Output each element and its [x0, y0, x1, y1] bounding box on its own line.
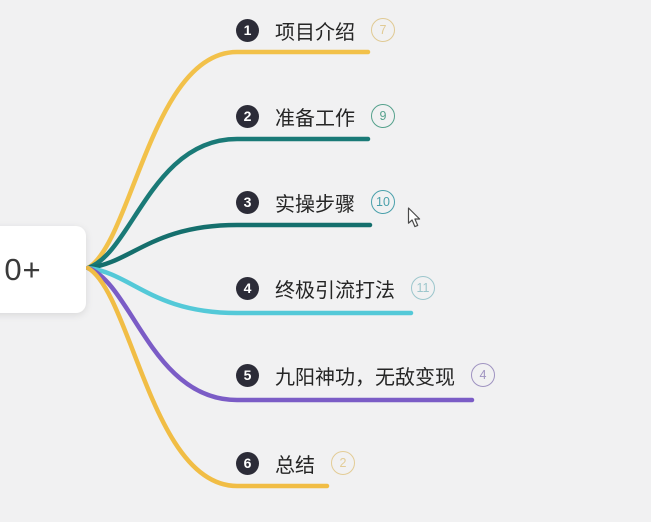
branch-number-disc: 5 [236, 363, 259, 387]
branch-topic-label: 总结 [275, 454, 315, 477]
central-topic-node[interactable]: 0+ [0, 226, 86, 313]
branch-number-disc: 1 [236, 18, 259, 42]
branch-number-disc: 6 [236, 451, 259, 475]
mouse-cursor-icon [407, 207, 421, 228]
central-topic-label: 0+ [4, 251, 42, 287]
branch-topic-label: 终极引流打法 [275, 279, 395, 302]
branch-row-4[interactable]: 4 终极引流打法 11 [236, 272, 435, 304]
branch-topic-label: 准备工作 [275, 107, 355, 130]
branch-row-5[interactable]: 5 九阳神功，无敌变现 4 [236, 359, 495, 391]
branch-topic-label: 九阳神功，无敌变现 [275, 366, 455, 389]
branch-row-3[interactable]: 3 实操步骤 10 [236, 186, 395, 218]
collapsed-count-badge[interactable]: 7 [371, 18, 395, 42]
branch-curve[interactable] [85, 265, 414, 316]
collapsed-count-badge[interactable]: 2 [331, 451, 355, 475]
branch-number-disc: 3 [236, 190, 259, 214]
branch-topic-label: 项目介绍 [275, 21, 355, 44]
collapsed-count-badge[interactable]: 10 [371, 190, 395, 214]
branch-curve[interactable] [85, 265, 330, 489]
collapsed-count-badge[interactable]: 11 [411, 276, 435, 300]
branch-curve[interactable] [85, 49, 371, 271]
branch-curve[interactable] [85, 265, 475, 403]
branch-row-6[interactable]: 6 总结 2 [236, 447, 355, 479]
branch-curve[interactable] [85, 222, 373, 271]
branch-row-2[interactable]: 2 准备工作 9 [236, 100, 395, 132]
collapsed-count-badge[interactable]: 4 [471, 363, 495, 387]
branch-topic-label: 实操步骤 [275, 193, 355, 216]
branch-number-disc: 4 [236, 276, 259, 300]
branch-row-1[interactable]: 1 项目介绍 7 [236, 14, 395, 46]
branch-number-disc: 2 [236, 104, 259, 128]
branch-curve[interactable] [85, 136, 371, 271]
collapsed-count-badge[interactable]: 9 [371, 104, 395, 128]
